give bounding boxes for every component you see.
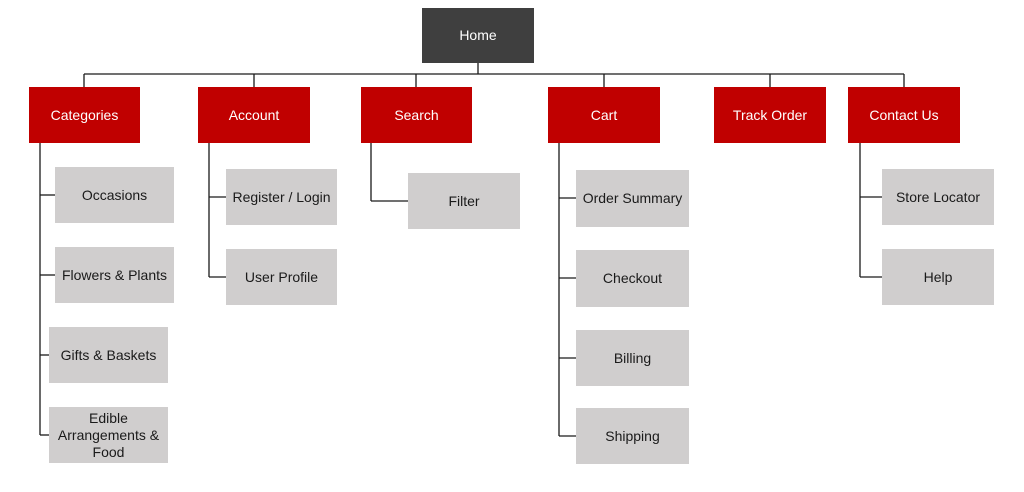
user-profile-node: User Profile: [226, 249, 337, 305]
store-locator-node: Store Locator: [882, 169, 994, 225]
order-summary-node: Order Summary: [576, 170, 689, 227]
search-node: Search: [361, 87, 472, 143]
filter-node: Filter: [408, 173, 520, 229]
billing-node: Billing: [576, 330, 689, 386]
shipping-node: Shipping: [576, 408, 689, 464]
checkout-node: Checkout: [576, 250, 689, 307]
home-node: Home: [422, 8, 534, 63]
cart-node: Cart: [548, 87, 660, 143]
gifts-baskets-node: Gifts & Baskets: [49, 327, 168, 383]
occasions-node: Occasions: [55, 167, 174, 223]
edible-arrangements-food-node: Edible Arrangements & Food: [49, 407, 168, 463]
flowers-plants-node: Flowers & Plants: [55, 247, 174, 303]
track-order-node: Track Order: [714, 87, 826, 143]
categories-node: Categories: [29, 87, 140, 143]
register-login-node: Register / Login: [226, 169, 337, 225]
account-node: Account: [198, 87, 310, 143]
help-node: Help: [882, 249, 994, 305]
contact-us-node: Contact Us: [848, 87, 960, 143]
